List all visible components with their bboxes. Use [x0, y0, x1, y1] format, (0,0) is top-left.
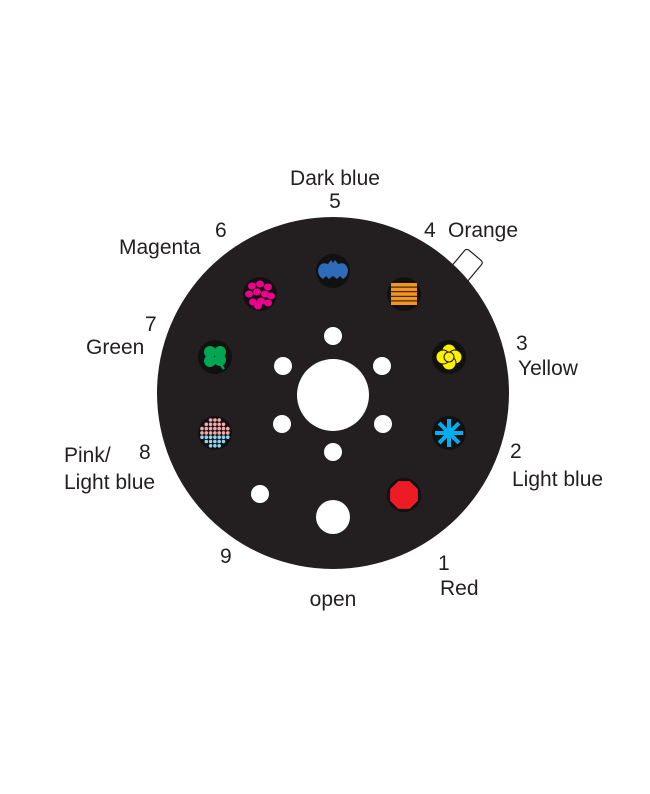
- dots-icon: [198, 416, 232, 450]
- small-hole: [324, 327, 342, 345]
- bat-icon: [316, 254, 350, 288]
- label-5-name: Dark blue: [290, 167, 380, 190]
- label-4-name: Orange: [448, 219, 518, 242]
- center-holes: [251, 327, 392, 534]
- octagon-icon: [387, 478, 421, 512]
- label-7-name: Green: [86, 336, 144, 359]
- label-9-number: 9: [220, 545, 232, 568]
- flower-icon: [432, 340, 466, 374]
- label-8-name-line2: Light blue: [64, 471, 155, 494]
- label-4-number: 4: [424, 219, 436, 242]
- stripes-icon: [387, 277, 421, 311]
- position-9-hole: [251, 485, 269, 503]
- label-8-number: 8: [139, 441, 151, 464]
- clover-icon: [198, 340, 232, 374]
- label-2-name: Light blue: [512, 468, 603, 491]
- label-6-name: Magenta: [119, 236, 201, 259]
- label-2-number: 2: [510, 440, 522, 463]
- open-position-hole: [316, 500, 350, 534]
- small-hole: [324, 443, 342, 461]
- label-1-number: 1: [438, 552, 450, 575]
- starburst-icon: [432, 416, 466, 450]
- small-hole: [273, 415, 291, 433]
- label-7-number: 7: [145, 313, 157, 336]
- small-hole: [274, 357, 292, 375]
- small-hole: [374, 415, 392, 433]
- label-3-name: Yellow: [518, 357, 579, 380]
- center-hole: [297, 359, 369, 431]
- label-3-number: 3: [516, 332, 528, 355]
- label-open: open: [310, 588, 357, 611]
- label-8-name-line1: Pink/: [64, 444, 111, 467]
- label-1-name: Red: [440, 577, 479, 600]
- small-hole: [373, 357, 391, 375]
- label-5-number: 5: [329, 190, 341, 213]
- cells-icon: [243, 277, 277, 311]
- label-6-number: 6: [215, 219, 227, 242]
